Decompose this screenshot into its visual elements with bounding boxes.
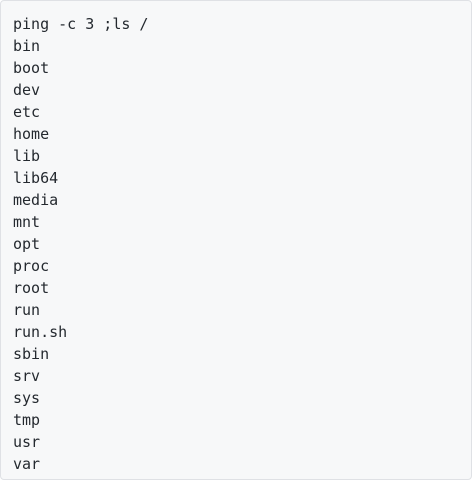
output-line: media	[13, 191, 59, 209]
output-line: run	[13, 301, 41, 319]
output-line: etc	[13, 103, 41, 121]
output-line: srv	[13, 367, 41, 385]
output-line: root	[13, 279, 50, 297]
output-line: run.sh	[13, 323, 68, 341]
output-line: lib	[13, 147, 41, 165]
output-line: mnt	[13, 213, 41, 231]
output-line: dev	[13, 81, 41, 99]
output-line: boot	[13, 59, 50, 77]
output-line: sys	[13, 389, 41, 407]
code-block: ping -c 3 ;ls / bin boot dev etc home li…	[13, 13, 459, 475]
output-line: tmp	[13, 411, 41, 429]
command-line: ping -c 3 ;ls /	[13, 15, 149, 33]
output-line: opt	[13, 235, 41, 253]
output-line: var	[13, 455, 41, 473]
output-line: proc	[13, 257, 50, 275]
output-line: bin	[13, 37, 41, 55]
output-line: home	[13, 125, 50, 143]
output-line: lib64	[13, 169, 59, 187]
output-line: sbin	[13, 345, 50, 363]
output-line: usr	[13, 433, 41, 451]
